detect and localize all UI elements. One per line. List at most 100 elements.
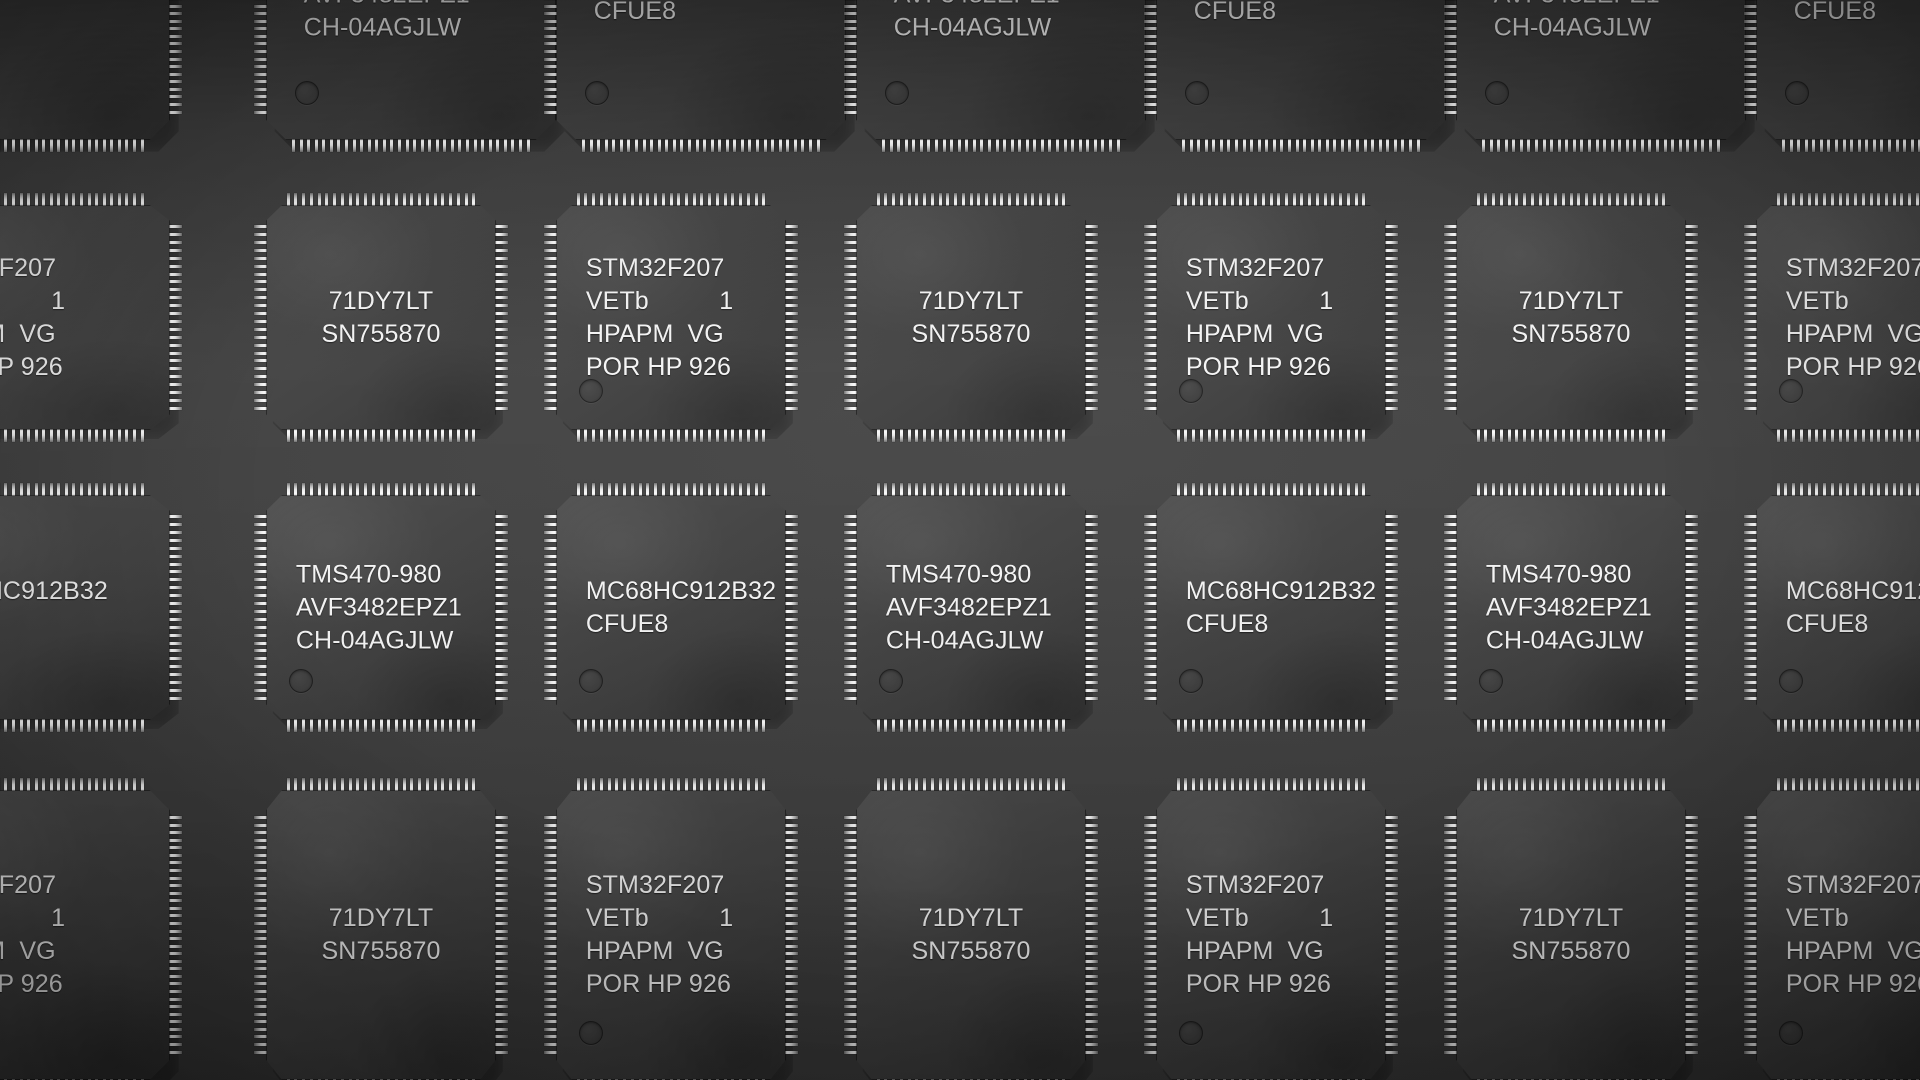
pin	[1482, 139, 1486, 152]
pin	[844, 42, 857, 46]
pin	[844, 997, 857, 1001]
pin	[1744, 241, 1757, 245]
pin	[1444, 57, 1457, 61]
pin	[302, 483, 306, 496]
pin	[876, 429, 880, 442]
pin	[495, 359, 508, 363]
pin	[1085, 914, 1098, 918]
pin	[1854, 429, 1858, 442]
pin	[169, 538, 182, 542]
pin	[1339, 778, 1343, 791]
pin	[1744, 390, 1757, 394]
pin	[544, 952, 557, 956]
pin	[544, 538, 557, 542]
pin	[317, 778, 321, 791]
pin	[102, 778, 106, 791]
pin-bank-bottom	[582, 139, 820, 152]
pin	[700, 429, 704, 442]
pin	[844, 538, 857, 542]
pin	[495, 375, 508, 379]
pin	[1519, 139, 1523, 152]
chip-body	[1156, 0, 1446, 140]
pin	[1744, 853, 1757, 857]
pin	[394, 778, 398, 791]
pin	[1008, 719, 1012, 732]
pin	[1144, 515, 1157, 519]
pin	[254, 110, 267, 114]
pin	[844, 406, 857, 410]
pin	[495, 367, 508, 371]
pin	[1744, 891, 1757, 895]
pin	[1033, 139, 1037, 152]
pin	[1792, 483, 1796, 496]
pin	[1000, 193, 1004, 206]
pin	[1238, 778, 1242, 791]
pin	[844, 853, 857, 857]
pin	[1144, 846, 1157, 850]
pin	[638, 429, 642, 442]
pin	[1685, 1035, 1698, 1039]
pin	[584, 778, 588, 791]
pin	[1015, 483, 1019, 496]
pin	[930, 719, 934, 732]
pin	[592, 778, 596, 791]
pin	[544, 1012, 557, 1016]
pin	[1662, 193, 1666, 206]
pin	[650, 139, 654, 152]
pin	[544, 319, 557, 323]
pin	[1385, 375, 1398, 379]
pin	[1915, 429, 1919, 442]
pin	[739, 778, 743, 791]
pin	[1331, 193, 1335, 206]
pin	[1918, 139, 1920, 152]
pin	[495, 944, 508, 948]
chip-marking-line: 71DY7LT	[918, 286, 1024, 315]
pin	[169, 319, 182, 323]
pin	[1085, 853, 1098, 857]
pin	[1356, 139, 1360, 152]
pin	[785, 554, 798, 558]
pin	[785, 515, 798, 519]
pin	[1144, 680, 1157, 684]
pin	[1476, 429, 1480, 442]
pin	[1685, 876, 1698, 880]
pin	[254, 1020, 267, 1024]
pin	[132, 193, 136, 206]
pin	[1085, 617, 1098, 621]
pin	[1085, 1005, 1098, 1009]
pin	[1385, 359, 1398, 363]
chip-body	[1456, 205, 1686, 430]
pin	[1744, 625, 1757, 629]
pin	[844, 831, 857, 835]
pin	[785, 869, 798, 873]
pin	[49, 778, 53, 791]
